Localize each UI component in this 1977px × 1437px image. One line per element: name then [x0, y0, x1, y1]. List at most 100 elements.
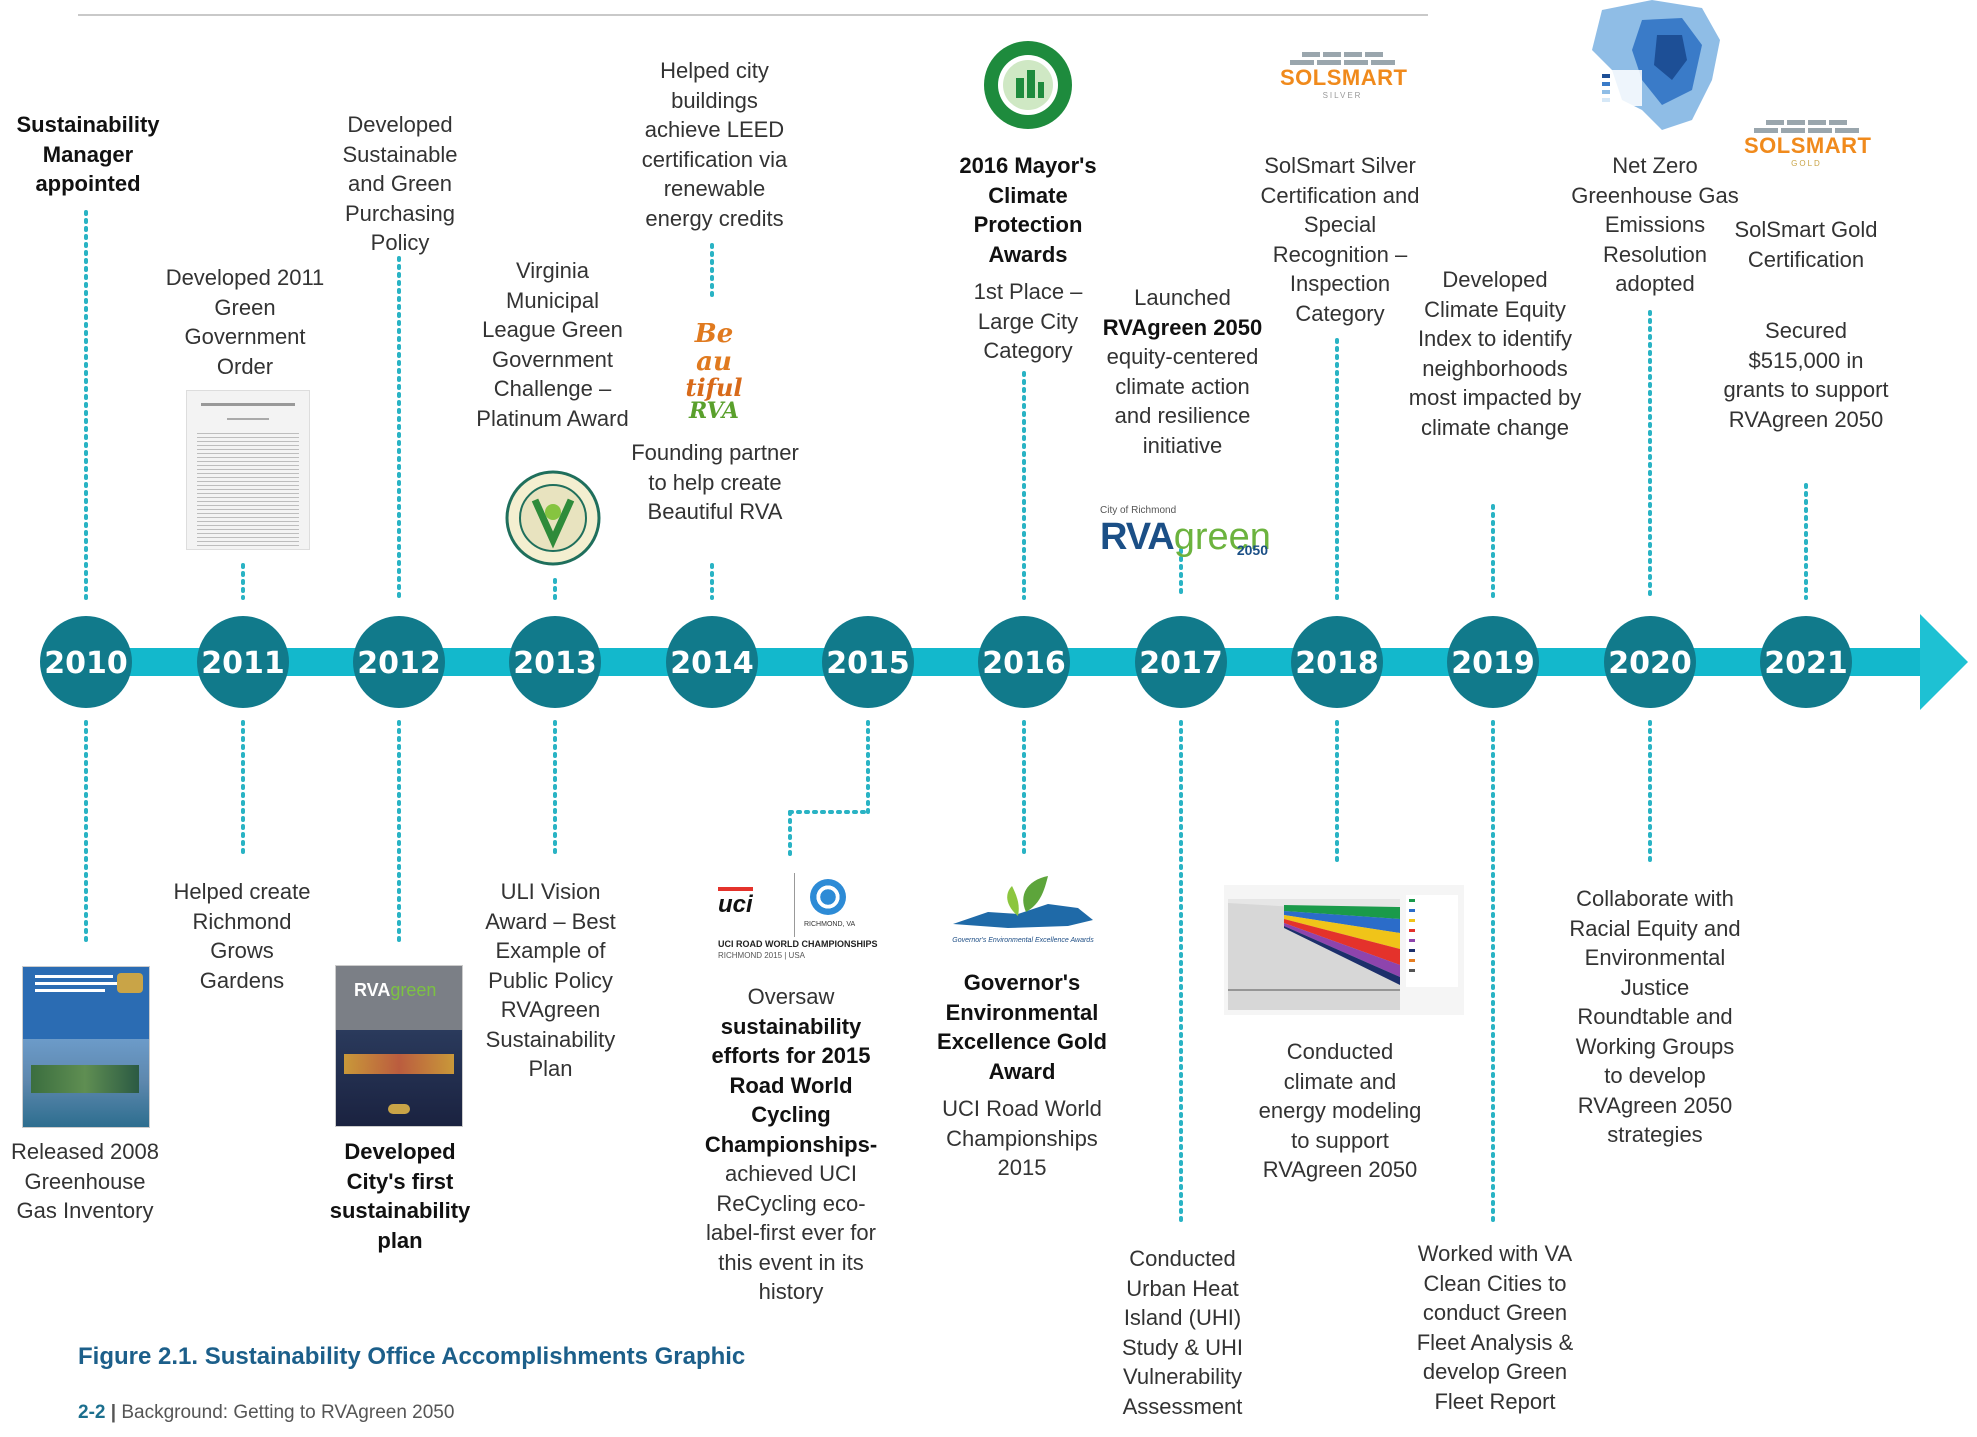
event-2017-bottom-text: Conducted Urban Heat Island (UHI) Study … [1121, 1246, 1244, 1419]
event-2018-bottom: Conducted climate and energy modeling to… [1252, 1037, 1428, 1185]
mayors-climate-protection-center-logo [983, 40, 1073, 130]
event-2018-bottom-text: Conducted climate and energy modeling to… [1258, 1039, 1422, 1182]
year-label: 2017 [1139, 646, 1223, 681]
event-2021-top-b: Secured $515,000 in grants to support RV… [1720, 316, 1892, 434]
year-node-2018: 2018 [1291, 616, 1383, 708]
event-2014-top-b: Founding partner to help create Beautifu… [625, 438, 805, 527]
event-2014-top-a: Helped city buildings achieve LEED certi… [632, 56, 797, 233]
solsmart-gold-logo-sub: GOLD [1791, 159, 1822, 168]
event-2013-bottom-text: ULI Vision Award – Best Example of Publi… [485, 879, 616, 1081]
svg-text:RVA: RVA [688, 398, 739, 422]
year-node-circle [197, 616, 289, 708]
event-2017-bottom: Conducted Urban Heat Island (UHI) Study … [1100, 1244, 1265, 1421]
year-label: 2021 [1764, 646, 1848, 681]
event-2016-top: 2016 Mayor's Climate Protection Awards 1… [945, 151, 1111, 366]
greenhouse-gas-inventory-cover-image [22, 966, 150, 1128]
event-2010-bottom: Released 2008 Greenhouse Gas Inventory [5, 1137, 165, 1226]
year-node-2010: 2010 [40, 616, 132, 708]
event-2016-top-title: 2016 Mayor's Climate Protection Awards [959, 153, 1097, 267]
year-node-2017: 2017 [1135, 616, 1227, 708]
year-node-2014: 2014 [666, 616, 758, 708]
governors-environmental-excellence-awards-logo: Governor's Environmental Excellence Awar… [948, 872, 1098, 950]
event-2013-bottom: ULI Vision Award – Best Example of Publi… [468, 877, 633, 1084]
event-2013-top: Virginia Municipal League Green Governme… [470, 256, 635, 433]
uci-road-world-championships-logo: uci RICHMOND, VA UCI ROAD WORLD CHAMPION… [710, 873, 878, 965]
svg-text:au: au [696, 347, 732, 377]
year-node-circle [1760, 616, 1852, 708]
rvagreen-logo-rva: RVA [1100, 516, 1175, 558]
uci-logo-city: RICHMOND, VA [804, 921, 856, 928]
footer-separator: | [110, 1402, 117, 1423]
event-2011-top-text: Developed 2011 Green Government Order [165, 265, 325, 379]
year-label: 2015 [826, 646, 910, 681]
rvagreen-logo-green: green [1173, 516, 1271, 558]
event-2011-top: Developed 2011 Green Government Order [160, 263, 330, 381]
year-label: 2010 [44, 646, 128, 681]
uci-logo-caption: UCI ROAD WORLD CHAMPIONSHIPS [718, 939, 878, 949]
event-2019-top-text: Developed Climate Equity Index to identi… [1408, 267, 1582, 440]
event-2021-top-text-b: Secured $515,000 in grants to support RV… [1723, 318, 1889, 432]
event-2015-bottom-bold: sustainability efforts for 2015 Road Wor… [704, 1013, 878, 1157]
page-footer: 2-2 | Background: Getting to RVAgreen 20… [78, 1402, 454, 1424]
event-2018-top-text: SolSmart Silver Certification and Specia… [1260, 153, 1420, 326]
event-2020-bottom: Collaborate with Racial Equity and Envir… [1565, 884, 1745, 1150]
event-2021-top-text-a: SolSmart Gold Certification [1734, 217, 1878, 272]
solsmart-silver-logo: SOLSMART SILVER [1280, 50, 1407, 110]
year-label: 2012 [357, 646, 441, 681]
event-2015-bottom: Oversaw sustainability efforts for 2015 … [700, 982, 882, 1307]
uci-logo-text: uci [718, 887, 753, 919]
timeline-connector [1054, 648, 1151, 676]
event-2015-bottom-pre: Oversaw [747, 984, 835, 1009]
uci-logo-sub: RICHMOND 2015 | USA [718, 951, 805, 960]
svg-text:Be: Be [694, 319, 734, 349]
rvagreen-logo-year: 2050 [1236, 542, 1268, 558]
event-2021-top-a: SolSmart Gold Certification [1728, 215, 1884, 274]
event-2012-bottom: Developed City's first sustainability pl… [320, 1137, 480, 1255]
year-node-2012: 2012 [353, 616, 445, 708]
year-label: 2016 [982, 646, 1066, 681]
year-label: 2018 [1295, 646, 1379, 681]
event-2018-top: SolSmart Silver Certification and Specia… [1255, 151, 1425, 328]
figure-caption: Figure 2.1. Sustainability Office Accomp… [78, 1343, 746, 1370]
year-node-2019: 2019 [1447, 616, 1539, 708]
solsmart-gold-logo: SOLSMART GOLD [1744, 118, 1872, 190]
event-2012-bottom-title: Developed City's first sustainability pl… [329, 1139, 471, 1253]
event-2010-bottom-text: Released 2008 Greenhouse Gas Inventory [10, 1139, 159, 1223]
event-2013-top-text: Virginia Municipal League Green Governme… [476, 258, 629, 431]
year-node-circle [1604, 616, 1696, 708]
solsmart-gold-logo-text: SOLSMART [1744, 133, 1872, 158]
event-2020-top-text: Net Zero Greenhouse Gas Emissions Resolu… [1571, 153, 1739, 296]
event-2017-top-bold: RVAgreen 2050 [1102, 314, 1263, 340]
rvagreen-sustainability-plan-cover-image: RVAgreen [335, 965, 463, 1127]
event-2019-top: Developed Climate Equity Index to identi… [1405, 265, 1585, 442]
climate-equity-index-map-image [1582, 0, 1724, 132]
event-2020-bottom-text: Collaborate with Racial Equity and Envir… [1569, 886, 1741, 1147]
event-2019-bottom-text: Worked with VA Clean Cities to conduct G… [1416, 1241, 1574, 1414]
event-2014-top-text-b: Founding partner to help create Beautifu… [631, 440, 799, 524]
event-2016-bottom-text: UCI Road World Championships 2015 [942, 1096, 1102, 1180]
climate-energy-modeling-chart-image [1224, 885, 1464, 1015]
event-2017-top-pre: Launched [1134, 285, 1231, 310]
plan-cover-rva: RVA [354, 980, 391, 1000]
event-2012-top-text: Developed Sustainable and Green Purchasi… [342, 112, 458, 255]
event-2017-top-post: equity-centered climate action and resil… [1106, 344, 1259, 458]
dotted-leaders [84, 210, 1808, 1224]
event-2011-bottom: Helped create Richmond Grows Gardens [172, 877, 312, 995]
rvagreen-2050-logo: City of Richmond RVAgreen 2050 [1100, 505, 1271, 563]
year-node-2020: 2020 [1604, 616, 1696, 708]
year-label: 2020 [1608, 646, 1692, 681]
rvagreen-logo-small-text: City of Richmond [1100, 505, 1177, 516]
event-2010-top-title: Sustainability Manager appointed [16, 112, 160, 196]
year-node-circle [1135, 616, 1227, 708]
event-2016-bottom-title: Governor's Environmental Excellence Gold… [937, 970, 1107, 1084]
year-node-2011: 2011 [197, 616, 289, 708]
year-label: 2019 [1451, 646, 1535, 681]
year-node-2016: 2016 [978, 616, 1070, 708]
event-2019-bottom: Worked with VA Clean Cities to conduct G… [1405, 1239, 1585, 1416]
year-node-circle [1447, 616, 1539, 708]
svg-text:tiful: tiful [685, 373, 742, 402]
event-2012-top: Developed Sustainable and Green Purchasi… [330, 110, 470, 258]
year-node-circle [978, 616, 1070, 708]
